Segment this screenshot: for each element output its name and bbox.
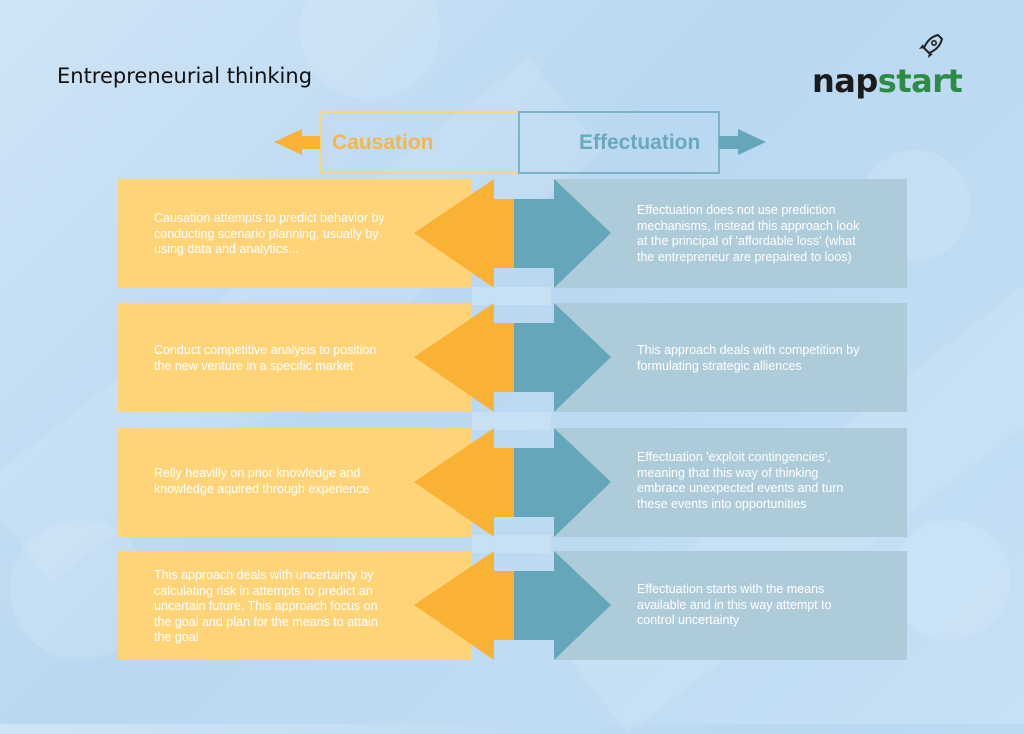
comparison-row: This approach deals with uncertainty by … — [118, 551, 907, 660]
causation-text: Conduct competitive analysis to position… — [154, 343, 377, 373]
effectuation-text: Effectuation does not use prediction mec… — [637, 203, 860, 264]
causation-box — [118, 179, 471, 288]
effectuation-arrow — [514, 179, 611, 288]
logo-part-start: start — [877, 62, 963, 100]
double-arrow — [414, 179, 611, 288]
double-arrow — [414, 303, 611, 412]
causation-text: This approach deals with uncertainty by … — [154, 568, 378, 644]
causation-effectuation-header: Causation Effectuation — [274, 111, 766, 175]
effectuation-box — [555, 303, 907, 412]
logo-wordmark: napstart — [812, 62, 963, 100]
double-arrow — [414, 551, 611, 660]
napstart-logo: napstart — [812, 33, 972, 108]
causation-arrow — [414, 428, 514, 537]
effectuation-arrow — [514, 551, 611, 660]
effectuation-text: Effectuation 'exploit contingencies', me… — [637, 450, 844, 511]
causation-arrow — [414, 551, 514, 660]
effectuation-text: Effectuation starts with the means avail… — [637, 582, 832, 627]
effectuation-text: This approach deals with competition by … — [637, 343, 860, 373]
causation-box — [118, 428, 471, 537]
causation-box — [118, 303, 471, 412]
causation-arrow — [414, 303, 514, 412]
row-connector — [472, 412, 551, 430]
effectuation-box — [555, 179, 907, 288]
rocket-icon — [919, 33, 944, 58]
effectuation-box — [555, 551, 907, 660]
left-arrow-shaft — [302, 136, 322, 149]
page-title: Entrepreneurial thinking — [57, 64, 313, 88]
effectuation-arrow — [514, 428, 611, 537]
effectuation-label: Effectuation — [579, 131, 701, 154]
causation-arrow — [414, 179, 514, 288]
comparison-row: Causation attempts to predict behavior b… — [118, 179, 907, 288]
row-connector — [472, 287, 551, 305]
effectuation-arrow — [514, 303, 611, 412]
left-arrow-head — [274, 129, 302, 155]
comparison-row: Conduct competitive analysis to position… — [118, 303, 907, 412]
causation-text: Causation attempts to predict behavior b… — [154, 211, 385, 256]
causation-box — [118, 551, 471, 660]
background-circle — [890, 520, 1010, 640]
right-arrow-shaft — [719, 136, 739, 149]
right-arrow-head — [738, 129, 766, 155]
background-circle — [300, 0, 440, 100]
header-graphic — [274, 111, 766, 174]
row-connector — [472, 535, 551, 553]
logo-part-nap: nap — [812, 62, 878, 100]
effectuation-box — [555, 428, 907, 537]
comparison-row: Relly heavilly on prior knowledge and kn… — [118, 428, 907, 537]
causation-text: Relly heavilly on prior knowledge and kn… — [154, 466, 370, 496]
double-arrow — [414, 428, 611, 537]
causation-label: Causation — [332, 131, 434, 154]
